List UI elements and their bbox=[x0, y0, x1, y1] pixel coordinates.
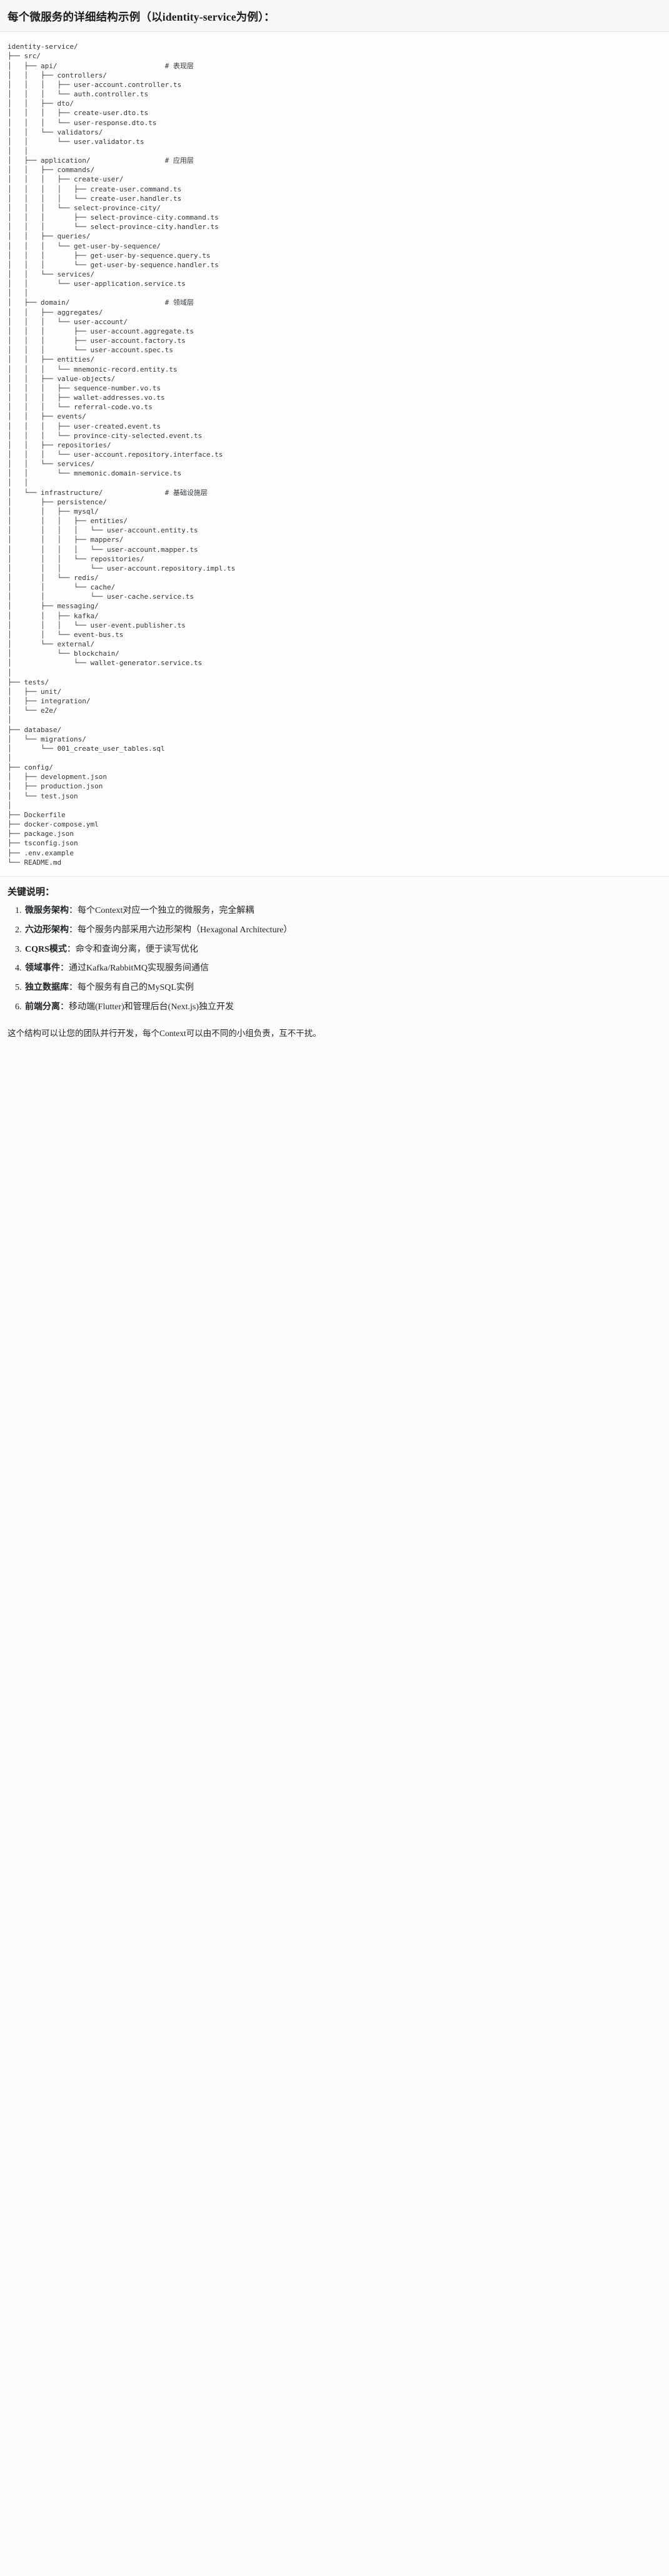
list-item: 微服务架构：每个Context对应一个独立的微服务，完全解耦 bbox=[24, 904, 661, 918]
list-item: CQRS模式：命令和查询分离，便于读写优化 bbox=[24, 943, 661, 957]
key-point-label: CQRS模式 bbox=[25, 944, 67, 954]
key-point-text: ：命令和查询分离，便于读写优化 bbox=[66, 944, 198, 954]
key-points-list: 微服务架构：每个Context对应一个独立的微服务，完全解耦 六边形架构：每个服… bbox=[8, 904, 661, 1014]
list-item: 领域事件：通过Kafka/RabbitMQ实现服务间通信 bbox=[24, 962, 661, 975]
key-point-label: 微服务架构 bbox=[25, 906, 69, 916]
key-points-section: 关键说明： 微服务架构：每个Context对应一个独立的微服务，完全解耦 六边形… bbox=[0, 877, 669, 1024]
page-title: 每个微服务的详细结构示例（以identity-service为例）： bbox=[0, 0, 669, 33]
key-point-label: 六边形架构 bbox=[25, 925, 69, 935]
key-point-text: ：移动端(Flutter)和管理后台(Next.js)独立开发 bbox=[60, 1002, 234, 1012]
list-item: 独立数据库：每个服务有自己的MySQL实例 bbox=[24, 981, 661, 995]
key-points-title: 关键说明： bbox=[8, 887, 55, 897]
key-point-label: 独立数据库 bbox=[25, 983, 69, 993]
directory-tree: identity-service/ ├── src/ │ ├── api/ # … bbox=[8, 43, 236, 867]
list-item: 前端分离：移动端(Flutter)和管理后台(Next.js)独立开发 bbox=[24, 1000, 661, 1014]
closing-paragraph: 这个结构可以让您的团队并行开发，每个Context可以由不同的小组负责，互不干扰… bbox=[8, 1029, 321, 1039]
list-item: 六边形架构：每个服务内部采用六边形架构（Hexagonal Architectu… bbox=[24, 924, 661, 937]
directory-tree-block: identity-service/ ├── src/ │ ├── api/ # … bbox=[0, 32, 669, 877]
key-point-label: 领域事件 bbox=[25, 964, 60, 974]
key-point-text: ：每个Context对应一个独立的微服务，完全解耦 bbox=[69, 906, 254, 916]
key-point-text: ：每个服务有自己的MySQL实例 bbox=[69, 983, 194, 993]
key-point-label: 前端分离 bbox=[25, 1002, 60, 1012]
key-point-text: ：每个服务内部采用六边形架构（Hexagonal Architecture） bbox=[69, 925, 293, 935]
document-page: 每个微服务的详细结构示例（以identity-service为例）： ident… bbox=[0, 0, 669, 1051]
key-point-text: ：通过Kafka/RabbitMQ实现服务间通信 bbox=[60, 964, 209, 974]
